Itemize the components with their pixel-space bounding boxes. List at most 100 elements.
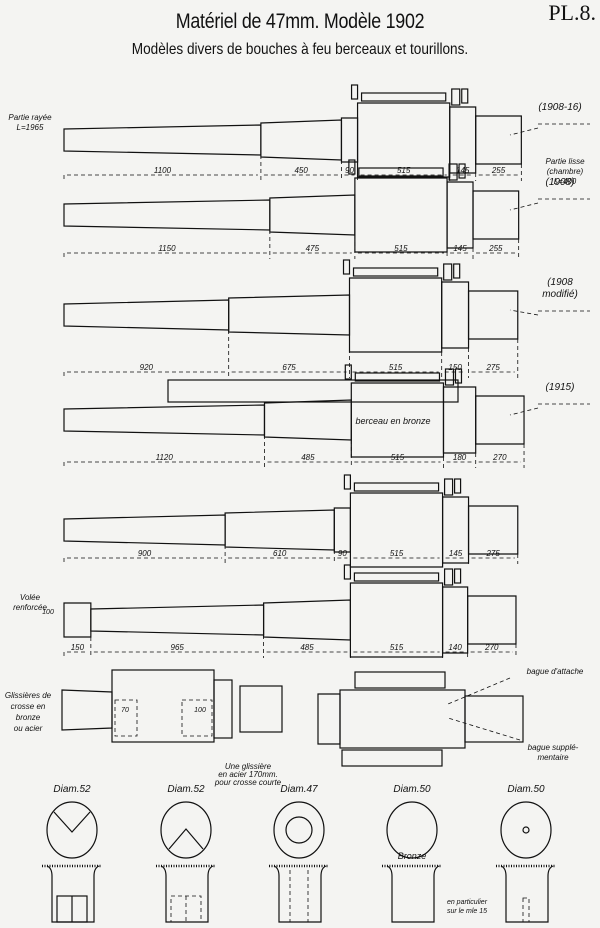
leader-line (509, 127, 539, 136)
dimension-label: 70 (121, 707, 129, 714)
trunnion-section (160, 801, 212, 859)
bolt-icon (453, 478, 462, 494)
model-label: (1908 (547, 277, 573, 288)
leader-line (447, 717, 521, 741)
slide-b (181, 699, 213, 737)
gun-segment-taper (90, 604, 265, 636)
dimension-label: 275 (485, 549, 500, 558)
trunnion-1 (42, 801, 102, 923)
v-groove-icon (53, 811, 91, 833)
leader-line (509, 202, 539, 211)
dimension-label: 145 (453, 244, 467, 253)
bolt-icon (443, 478, 454, 496)
trunnion-elevation (46, 865, 100, 923)
cradle-top (353, 572, 440, 582)
trunnion-note: en particulier (447, 899, 488, 906)
gun-segment-chamber (467, 505, 519, 555)
dimension-label: 900 (138, 549, 152, 558)
bore-ring-icon (285, 816, 313, 844)
dimension-label: 475 (306, 244, 320, 253)
dimension-label: 255 (491, 166, 506, 175)
trunnion-4 (382, 801, 442, 923)
dimension-label: 610 (273, 549, 287, 558)
gun-segment-mid (269, 194, 356, 236)
dimension-label: 485 (301, 453, 315, 462)
gun-segment-breech (442, 386, 477, 454)
model-label: (1908-16) (538, 102, 581, 113)
gun-segment-mid (224, 509, 335, 551)
gun-row-4 (63, 364, 525, 468)
dimension-label: 920 (140, 363, 154, 372)
leader-line (447, 677, 511, 705)
gun-segment-chamber (475, 395, 525, 445)
gun-segment-taper (63, 124, 262, 156)
trunnion-3 (269, 801, 329, 923)
cradle-top (353, 482, 440, 492)
dimension-label: 90 (338, 549, 347, 558)
dimension-label: 150 (448, 363, 462, 372)
bolt-icon (461, 88, 469, 104)
bolt-icon (350, 84, 359, 100)
gun-segment-ring (333, 507, 351, 553)
trunnion-note: sur le mle 15 (447, 908, 487, 915)
note-right: (chambre) (547, 167, 584, 176)
dimension-label: 965 (171, 643, 185, 652)
dimension-label: 1120 (156, 453, 174, 462)
dimension-label: 1150 (158, 244, 176, 253)
dimension-label: 515 (390, 643, 404, 652)
dimension-label: 145 (449, 549, 463, 558)
bolt-icon (453, 263, 461, 279)
chamber-box (464, 695, 524, 743)
dimension-label: 515 (397, 166, 411, 175)
dimension-label: 270 (492, 453, 507, 462)
model-label: (1908) (546, 177, 575, 188)
cradle-top (358, 167, 444, 177)
bolt-icon (344, 364, 352, 380)
bore-hole (522, 897, 530, 923)
page-title: Matériel de 47mm. Modèle 1902 (175, 10, 425, 33)
diameter-label: Diam.50 (507, 784, 545, 795)
note-right: L=400 (554, 177, 577, 186)
dimension-label: 255 (488, 244, 503, 253)
dimension-label: 515 (389, 363, 403, 372)
diameter-label: Diam.52 (53, 784, 91, 795)
bolt-icon (451, 88, 461, 106)
gun-segment-breech (441, 281, 470, 349)
gun-row-2 (63, 159, 520, 259)
gun-row-5 (63, 474, 519, 568)
dimension-label: 275 (485, 363, 500, 372)
note-right: Partie lisse (545, 157, 585, 166)
cradle-top (354, 372, 441, 382)
material-label: Bronze (398, 851, 427, 861)
bolt-icon (444, 368, 455, 386)
note-left: Partie rayée (8, 113, 52, 122)
gun-segment-mid (260, 119, 343, 161)
bolt-icon (448, 163, 458, 181)
cradle-upper (167, 379, 459, 403)
slide-a (114, 699, 138, 737)
trunnion-section (386, 801, 438, 859)
bolt-icon (443, 263, 453, 281)
page-subtitle: Modèles divers de bouches à feu berceaux… (131, 41, 469, 58)
bolt-icon (453, 568, 462, 584)
slide-note: bronze (16, 713, 41, 722)
barrel-stub (61, 689, 113, 731)
dimension-label: 515 (390, 549, 404, 558)
dimension-label: 150 (71, 643, 85, 652)
dimension-label: 140 (448, 643, 462, 652)
dimension-label: 145 (456, 166, 470, 175)
gun-segment-mid (262, 599, 351, 641)
slide-note: Une glissière (225, 762, 272, 771)
slide-note: en acier 170mm. (218, 770, 278, 779)
model-label: (1915) (546, 382, 575, 393)
bolt-icon (443, 568, 454, 586)
gun-segment-ring (340, 117, 359, 163)
gun-row-6 (63, 564, 517, 658)
gun-segment-taper (63, 299, 230, 331)
cradle-top (354, 671, 446, 689)
gun-segment-mid (228, 294, 351, 336)
dimension-label: 485 (300, 643, 314, 652)
dimension-label: 515 (391, 453, 405, 462)
barrel-stub (317, 693, 341, 745)
